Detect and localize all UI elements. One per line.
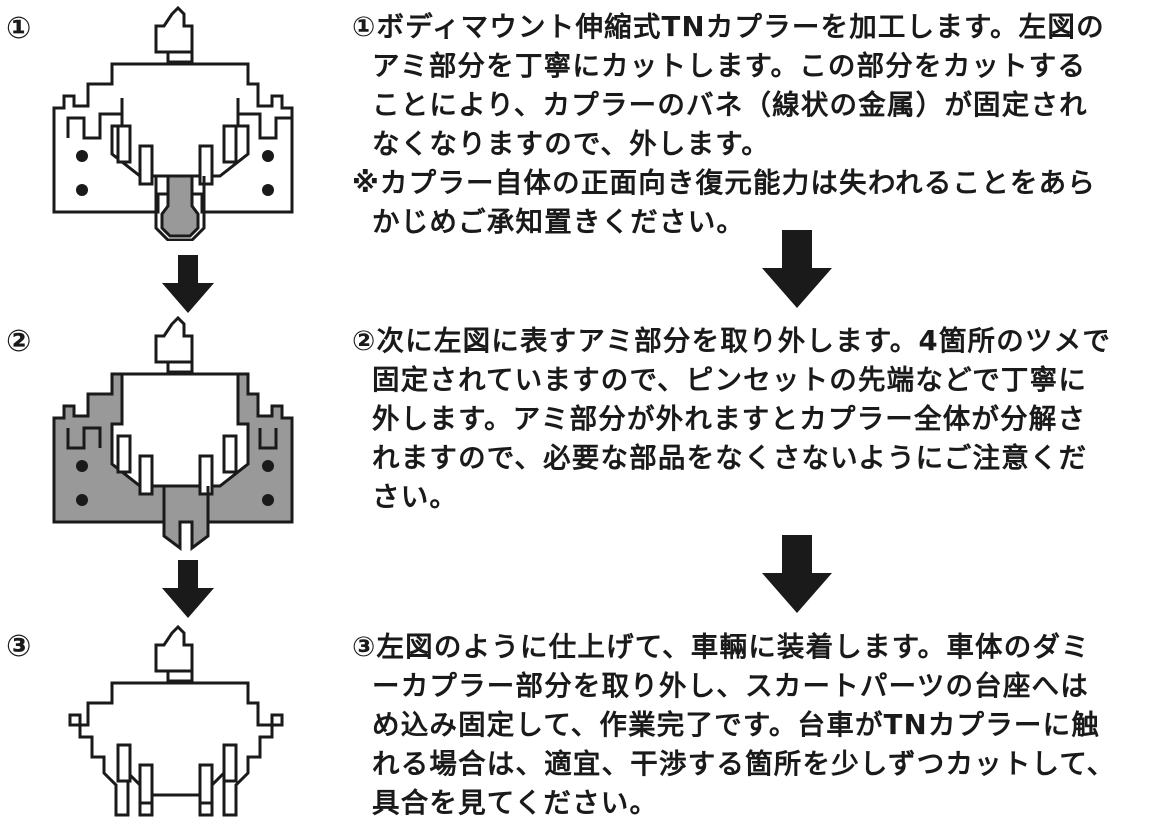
- step-2-line: さい。: [372, 481, 459, 513]
- step-1-line: ①ボディマウント伸縮式TNカプラーを加工します。左図の: [352, 11, 1105, 43]
- step-3-text: ③左図のように仕上げて、車輛に装着します。車体のダミ ーカプラー部分を取り外し、…: [352, 628, 1167, 823]
- coupler-figure-step-2: [52, 316, 294, 551]
- step-2-line: れますので、必要な部品をなくさないようにご注意くだ: [372, 442, 1088, 474]
- step-1-line: なくなりますので、外します。: [372, 128, 770, 160]
- step-3-line: れる場合は、適宜、干渉する箇所を少しずつカットして、: [372, 748, 1116, 780]
- coupler-figure-step-1: [52, 6, 294, 241]
- step-2-text: ②次に左図に表すアミ部分を取り外します。4箇所のツメで 固定されていますので、ピ…: [352, 322, 1167, 517]
- step-3-line: め込み固定して、作業完了です。台車がTNカプラーに触: [372, 709, 1101, 741]
- down-arrow-icon: [762, 535, 832, 613]
- step-2-marker: ②: [6, 324, 32, 359]
- step-3-marker: ③: [6, 629, 32, 664]
- down-arrow-icon: [162, 255, 214, 313]
- step-1-note-line: ※カプラー自体の正面向き復元能力は失われることをあら: [352, 167, 1097, 199]
- step-1-line: ことにより、カプラーのバネ（線状の金属）が固定され: [372, 89, 1088, 121]
- down-arrow-icon: [162, 560, 214, 618]
- step-1-text: ①ボディマウント伸縮式TNカプラーを加工します。左図の アミ部分を丁寧にカットし…: [352, 8, 1167, 242]
- step-3-line: ーカプラー部分を取り外し、スカートパーツの台座へは: [372, 670, 1089, 702]
- step-1-line: アミ部分を丁寧にカットします。この部分をカットする: [372, 50, 1087, 82]
- step-1-marker: ①: [6, 11, 32, 46]
- step-3-line: ③左図のように仕上げて、車輛に装着します。車体のダミ: [352, 631, 1090, 663]
- down-arrow-icon: [762, 230, 832, 308]
- step-3-line: 具合を見てください。: [372, 787, 659, 819]
- step-2-line: 外します。アミ部分が外れますとカプラー全体が分解さ: [372, 403, 1087, 435]
- coupler-figure-step-3: [68, 625, 284, 817]
- step-1-note-line: かじめご承知置きください。: [372, 206, 746, 238]
- step-2-line: ②次に左図に表すアミ部分を取り外します。4箇所のツメで: [352, 325, 1112, 357]
- step-2-line: 固定されていますので、ピンセットの先端などで丁寧に: [372, 364, 1088, 396]
